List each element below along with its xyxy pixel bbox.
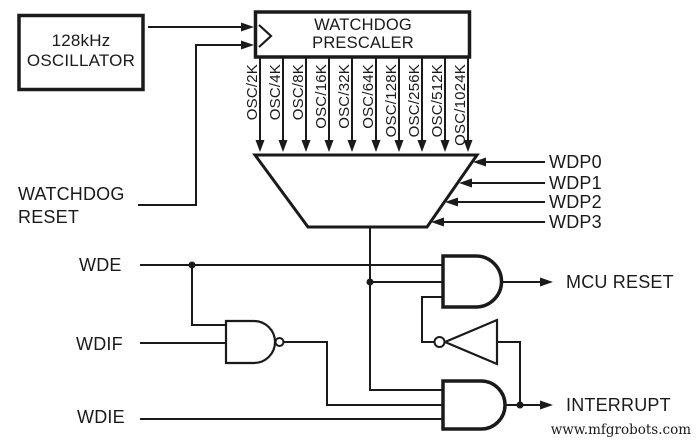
- watchdog-reset-label-line2: RESET: [18, 207, 80, 227]
- arrow-down-icon: [324, 140, 334, 152]
- oscillator-label-line1: 128kHz: [51, 31, 111, 50]
- junction-dot: [188, 261, 196, 269]
- arrow-down-icon: [301, 140, 311, 152]
- prescaler-tap-label: OSC/4K: [267, 64, 284, 120]
- inverter-gate: [442, 318, 499, 366]
- arrow-down-icon: [371, 140, 381, 152]
- arrow-down-icon: [440, 140, 450, 152]
- wire-nand-out-to-interrupt-gate: [284, 341, 443, 406]
- wdif-label: WDIF: [76, 334, 123, 354]
- prescaler-label-line1: WATCHDOG: [314, 16, 412, 34]
- oscillator-box: [17, 13, 145, 92]
- and-gate-interrupt: [441, 379, 507, 431]
- prescaler-taps: OSC/2K OSC/4K OSC/8K OSC/16K OSC/32K OSC/64K O…: [244, 57, 473, 152]
- arrow-left-icon: [473, 157, 486, 167]
- arrow-down-icon: [463, 140, 473, 152]
- wire-interrupt-feedback-to-inverter: [497, 341, 521, 405]
- nand-gate: [224, 319, 277, 365]
- arrow-left-icon: [459, 178, 472, 188]
- prescaler-tap-label: OSC/2K: [244, 64, 261, 120]
- junction-dot: [366, 278, 374, 286]
- junction-dot: [516, 401, 524, 409]
- wire-watchdog-reset-to-prescaler: [138, 44, 242, 206]
- arrow-right-icon: [540, 400, 553, 410]
- mux-trapezoid: [252, 153, 480, 229]
- prescaler-tap-label: OSC/8K: [290, 64, 307, 120]
- arrow-down-icon: [278, 140, 288, 152]
- wdp3-label: WDP3: [549, 212, 602, 232]
- wdie-label: WDIE: [77, 407, 125, 427]
- arrow-left-icon: [445, 197, 458, 207]
- oscillator-label-line2: OSCILLATOR: [26, 51, 136, 70]
- wdp2-label: WDP2: [549, 192, 602, 212]
- watchdog-reset-label-line1: WATCHDOG: [18, 184, 125, 204]
- arrow-down-icon: [347, 140, 357, 152]
- interrupt-label: INTERRUPT: [566, 395, 671, 415]
- prescaler-label-line2: PRESCALER: [312, 34, 414, 52]
- prescaler-tap-label: OSC/1024K: [452, 64, 469, 146]
- wdp1-label: WDP1: [549, 173, 602, 193]
- arrow-right-icon: [241, 22, 254, 32]
- prescaler-tap-label: OSC/64K: [360, 64, 377, 129]
- watermark: www.mfgrobots.com: [550, 422, 691, 438]
- prescaler-tap-label: OSC/128K: [383, 64, 400, 137]
- wire-wde-branch-to-nand: [191, 265, 226, 326]
- junction-dots: [188, 261, 524, 409]
- arrow-down-icon: [255, 140, 265, 152]
- prescaler-tap-label: OSC/32K: [336, 64, 353, 129]
- arrowheads: [241, 22, 553, 410]
- inverter-bubble-icon: [433, 336, 446, 348]
- arrow-down-icon: [417, 140, 427, 152]
- wire-mux-output: [369, 227, 443, 391]
- clock-chevron-icon: [258, 24, 273, 48]
- nand-bubble-icon: [274, 337, 285, 347]
- prescaler-tap-label: OSC/512K: [429, 64, 446, 137]
- mcu-reset-label: MCU RESET: [566, 272, 674, 292]
- arrow-down-icon: [394, 140, 404, 152]
- arrow-right-icon: [241, 40, 254, 50]
- arrow-left-icon: [431, 217, 444, 227]
- wdp0-label: WDP0: [549, 152, 602, 172]
- prescaler-tap-label: OSC/16K: [313, 64, 330, 129]
- wde-label: WDE: [79, 255, 122, 275]
- arrow-right-icon: [540, 277, 553, 287]
- prescaler-tap-label: OSC/256K: [406, 64, 423, 137]
- and-gate-mcu-reset: [441, 254, 504, 309]
- prescaler-box: [253, 10, 472, 59]
- wire-inverter-out-to-reset-gate: [421, 296, 443, 343]
